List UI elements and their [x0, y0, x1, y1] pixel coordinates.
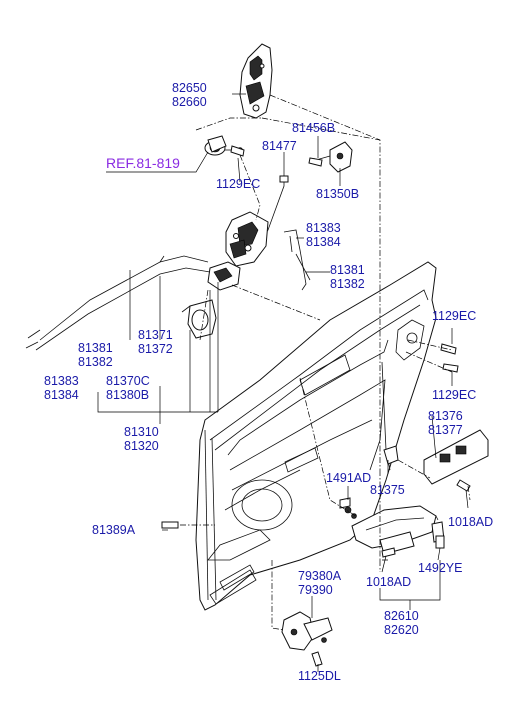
label-81376: 81376: [428, 409, 463, 423]
label-81381-left: 81381: [78, 341, 113, 355]
rod-holder-81350B: [311, 141, 353, 173]
label-81384-left: 81384: [44, 388, 79, 402]
label-ref-81-819: REF.81-819: [106, 155, 180, 171]
label-81456B: 81456B: [292, 121, 335, 135]
label-1125DL: 1125DL: [298, 669, 341, 683]
label-81375: 81375: [370, 483, 405, 497]
label-81382-right: 81382: [330, 277, 365, 291]
label-81384-right: 81384: [306, 235, 341, 249]
door-latch-assembly-81310: [207, 211, 269, 291]
label-82650: 82650: [172, 81, 207, 95]
label-81382-left: 81382: [78, 355, 113, 369]
label-81372: 81372: [138, 342, 173, 356]
label-1129EC-right-1: 1129EC: [432, 309, 476, 323]
label-81371: 81371: [138, 328, 173, 342]
leader-lines: [97, 93, 469, 672]
rod-81375: [381, 361, 399, 471]
label-81320: 81320: [124, 439, 159, 453]
label-79380A: 79380A: [298, 569, 342, 583]
outside-handle-82610: [344, 505, 445, 555]
latch-bracket-82650: [239, 43, 273, 119]
label-81477: 81477: [262, 139, 297, 153]
label-81383-right: 81383: [306, 221, 341, 235]
label-1129EC-right-2: 1129EC: [432, 388, 476, 402]
label-1491AD: 1491AD: [326, 471, 371, 485]
label-81381-right: 81381: [330, 263, 365, 277]
label-81310: 81310: [124, 425, 159, 439]
label-1129EC-top: 1129EC: [216, 177, 260, 191]
reference-lines: [180, 94, 471, 668]
label-1492YE: 1492YE: [418, 561, 462, 575]
part-labels: 82650 82660 81456B 81477 REF.81-819 1129…: [44, 81, 493, 683]
lock-rods: [283, 229, 311, 291]
door-panel: [195, 261, 437, 611]
label-81370C: 81370C: [106, 374, 150, 388]
label-81350B: 81350B: [316, 187, 359, 201]
label-82610: 82610: [384, 609, 419, 623]
label-81389A: 81389A: [92, 523, 136, 537]
label-81383-left: 81383: [44, 374, 79, 388]
label-82660: 82660: [172, 95, 207, 109]
release-cables: [25, 255, 211, 351]
label-1018AD-right: 1018AD: [448, 515, 493, 529]
door-hinge-79380A: [281, 611, 333, 651]
fastener-bolts: [161, 145, 471, 667]
label-81380B: 81380B: [106, 388, 149, 402]
label-81377: 81377: [428, 423, 463, 437]
label-82620: 82620: [384, 623, 419, 637]
door-striker-81376: [423, 429, 489, 485]
label-79390: 79390: [298, 583, 333, 597]
actuator-81371: [181, 299, 217, 339]
label-1018AD-center: 1018AD: [366, 575, 411, 589]
